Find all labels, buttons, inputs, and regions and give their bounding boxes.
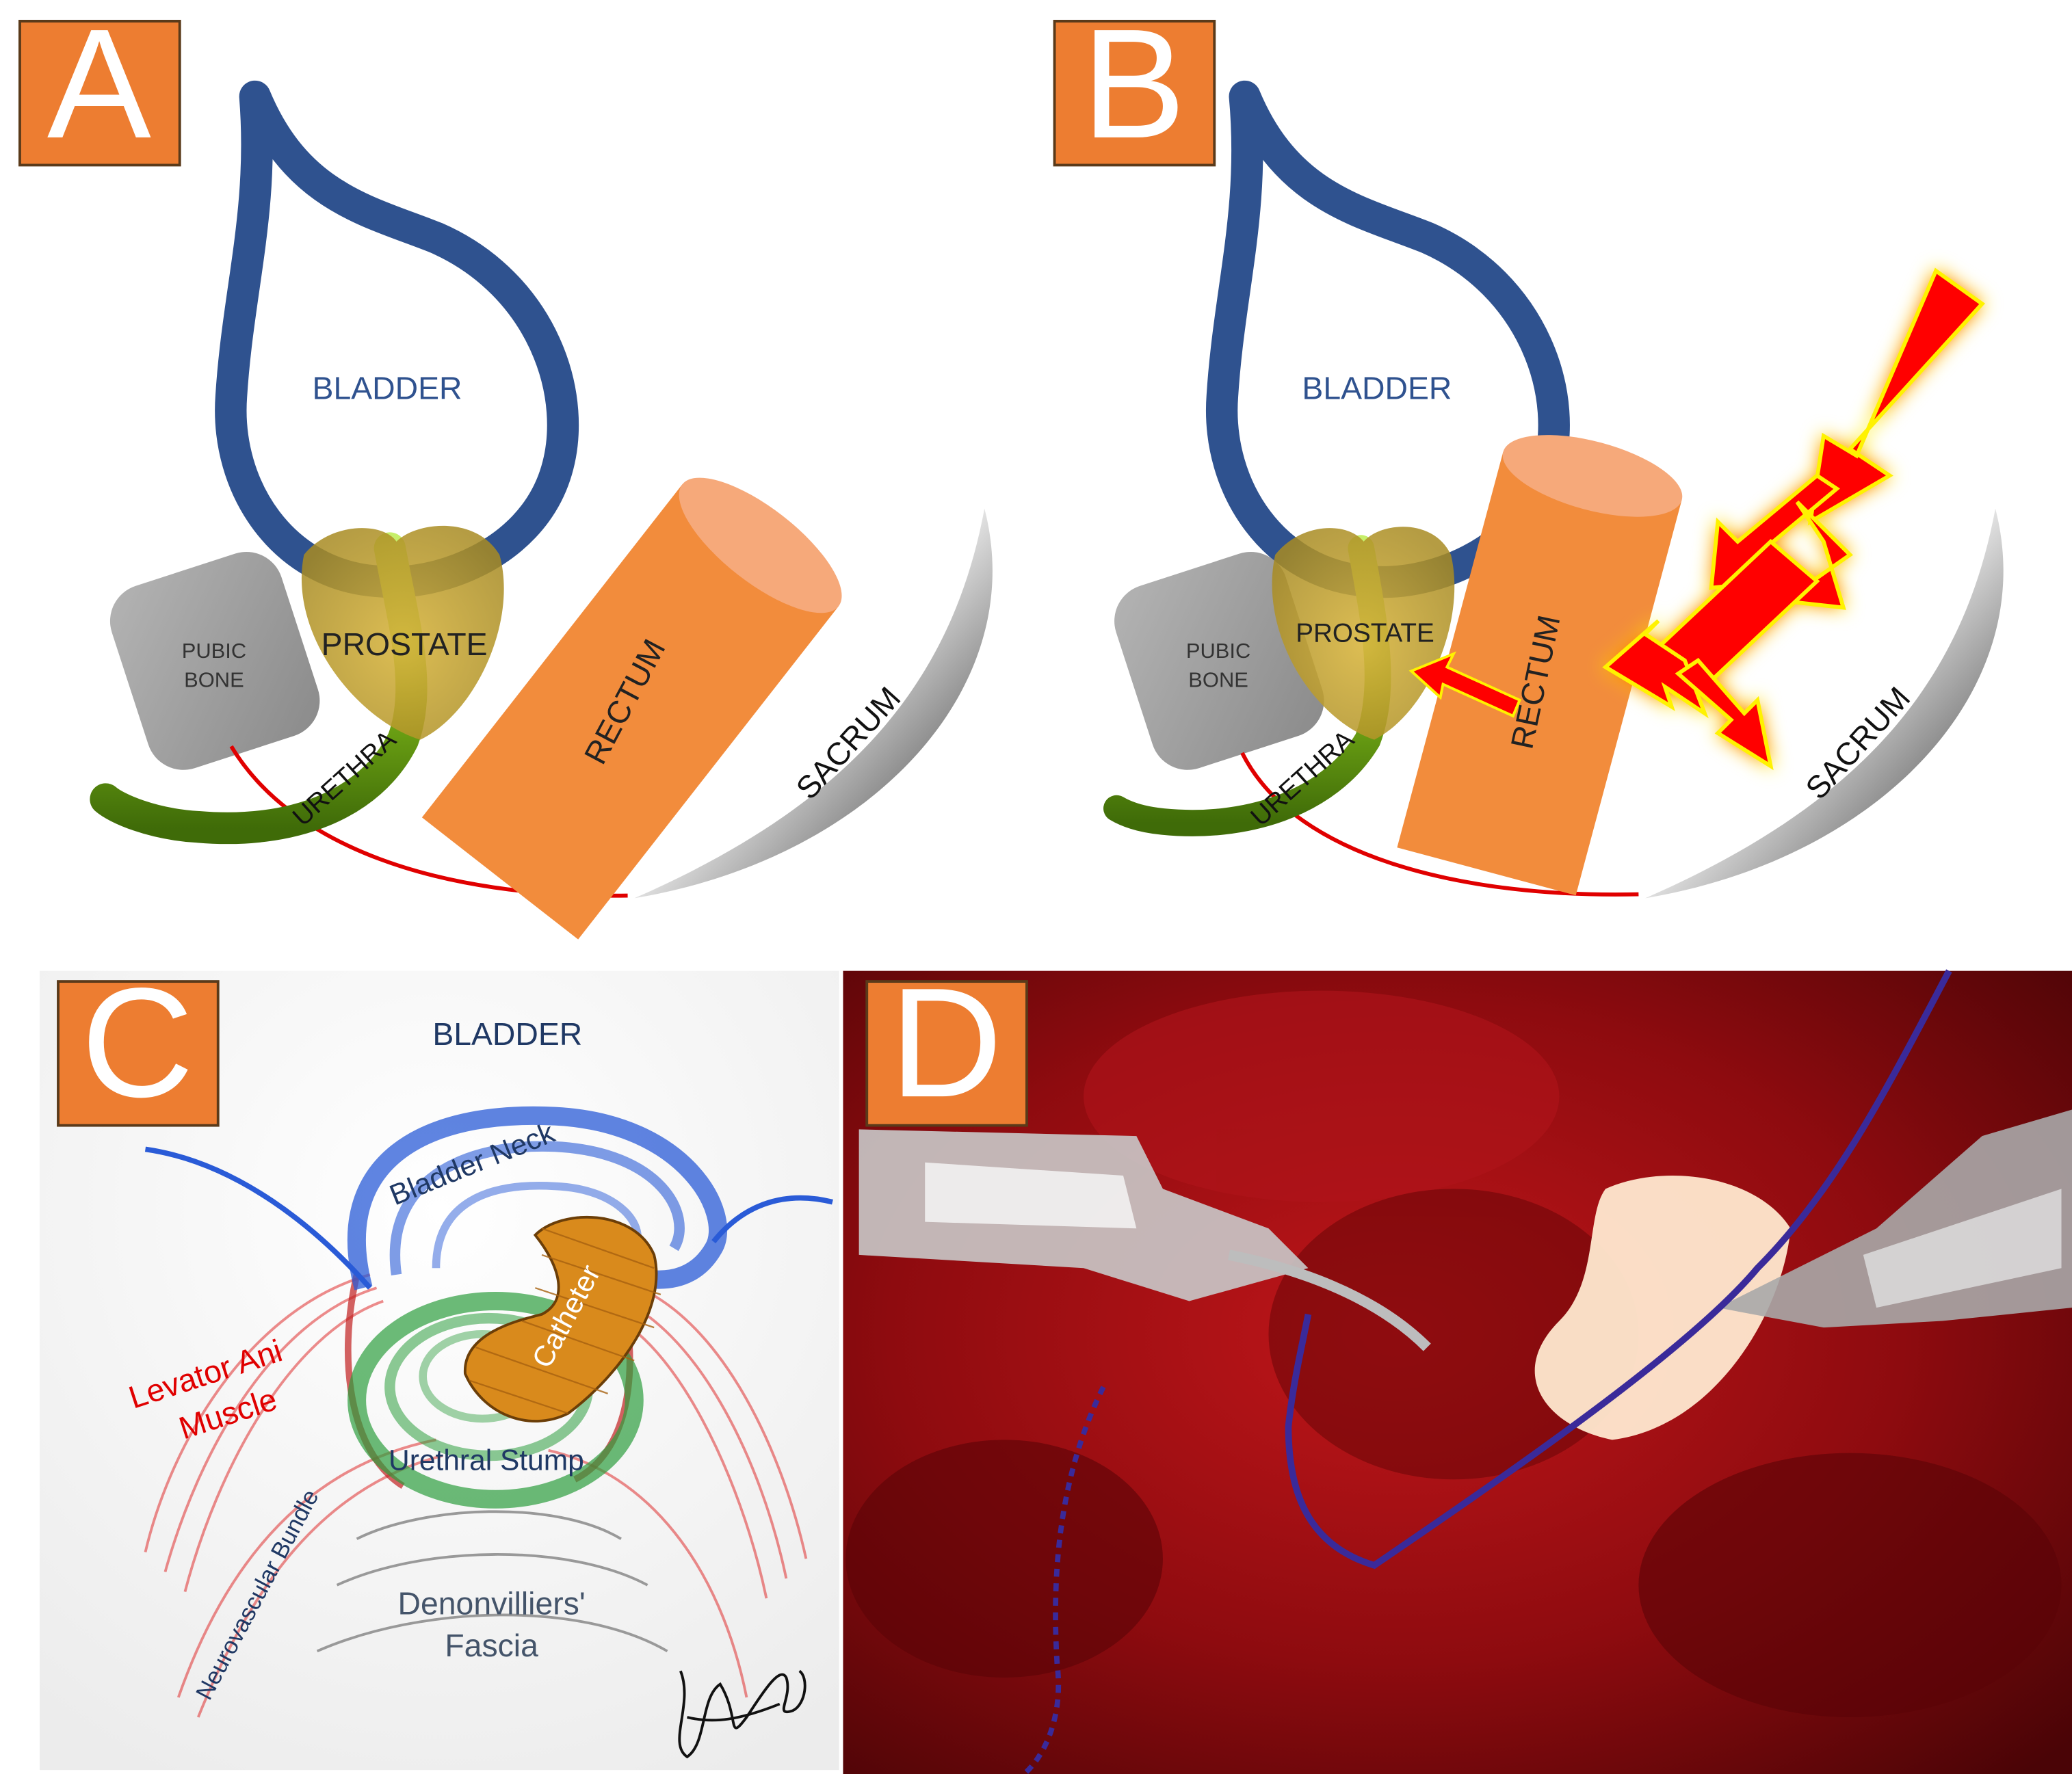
surgical-instruments [858, 1109, 2072, 1351]
prostate-b [1272, 527, 1455, 740]
pubic-bone-label-1-b: PUBIC [1186, 639, 1250, 663]
panel-b: B BLADDER PUBIC BONE PROSTATE URETHRA RE… [1053, 0, 2004, 899]
prostate [301, 525, 504, 740]
catheter-texture [469, 1228, 661, 1414]
rectum [421, 477, 842, 940]
pubic-bone [109, 551, 320, 770]
force-arrow-main [1807, 267, 1985, 526]
fascia-label-2: Fascia [445, 1628, 538, 1663]
panel-b-label-box [1053, 19, 1216, 167]
prostate-label: PROSTATE [322, 626, 488, 662]
ligament-line-b [1240, 752, 1639, 897]
denonvilliers-fascia [316, 1510, 668, 1653]
suture-thread [1285, 969, 1952, 1570]
pubic-bone-label-2: BONE [184, 667, 244, 691]
panel-d-label-box [865, 980, 1028, 1127]
panel-c-label: C [81, 956, 194, 1130]
panel-d: D [843, 956, 2072, 1774]
panel-d-label: D [890, 956, 1003, 1130]
pubic-bone-b [1114, 551, 1324, 770]
signature [678, 1669, 806, 1759]
sacrum [634, 508, 993, 899]
bladder-outline-b [1205, 80, 1570, 598]
urethral-stump-label: Urethral Stump [389, 1445, 584, 1477]
bladder-label-c: BLADDER [432, 1016, 582, 1052]
panel-a-label: A [47, 0, 151, 171]
bladder-neck [144, 1106, 833, 1290]
force-arrow-to-sacrum [1675, 657, 1774, 771]
bladder-label-b: BLADDER [1302, 370, 1452, 406]
bladder-outline [215, 80, 579, 598]
force-arrow-to-prostate [1408, 651, 1522, 718]
panel-a-label-box [18, 19, 181, 167]
levator-ani-muscle [144, 1273, 808, 1718]
pubic-bone-label-1: PUBIC [182, 639, 246, 663]
prostate-label-b: PROSTATE [1296, 619, 1434, 648]
panel-c-label-box [57, 980, 220, 1127]
panel-c: C BLADDER [39, 956, 839, 1771]
tissue-shading [845, 990, 2062, 1717]
panel-b-label: B [1081, 0, 1185, 171]
rectum-b [1397, 435, 1683, 896]
pubic-bone-label-2-b: BONE [1188, 667, 1248, 691]
fascia-label-1: Denonvilliers' [398, 1585, 586, 1621]
force-arrows [1602, 267, 1985, 771]
force-arrow-down [1778, 500, 1853, 610]
catheter [464, 1215, 658, 1422]
suture-thread-2 [1022, 1386, 1106, 1774]
sacrum-b [1645, 508, 2004, 899]
bladder-label: BLADDER [313, 370, 462, 406]
catheter-glare [1534, 1176, 1791, 1440]
force-arrow-to-rectum [1602, 619, 1709, 719]
panel-a: A BLADDER PUBIC BONE PROSTATE URETHRA RE… [18, 0, 993, 940]
